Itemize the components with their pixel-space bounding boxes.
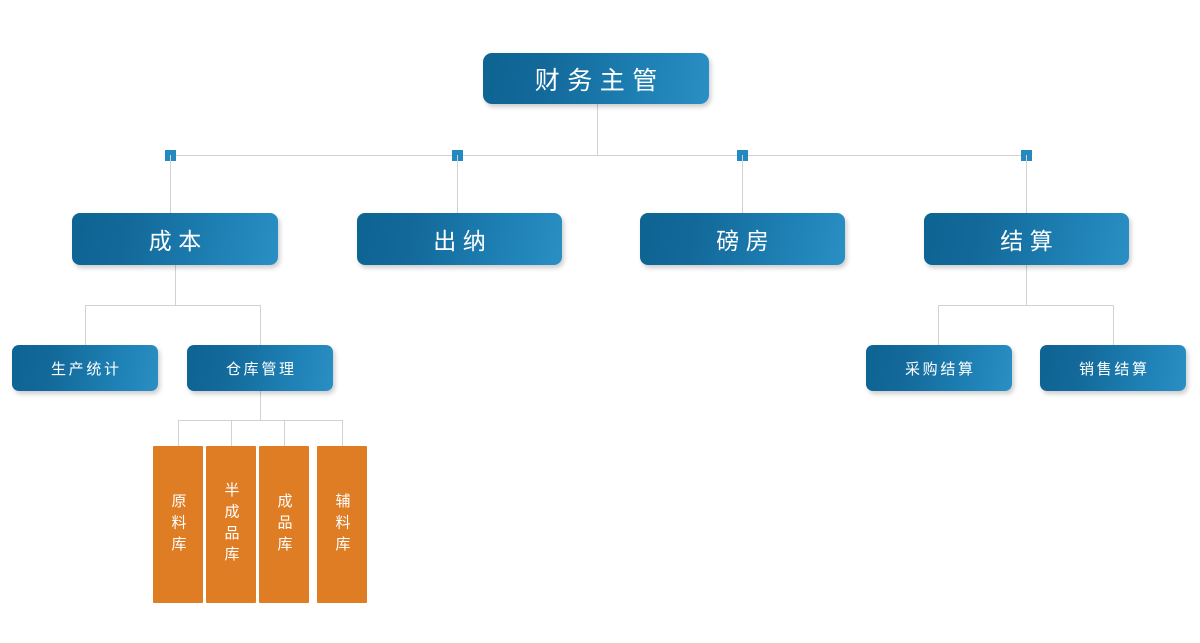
- connector-bus-to-settlement: [1026, 155, 1027, 213]
- connector-cost-stem: [175, 265, 176, 305]
- connector-warehouse-to-aux: [342, 420, 343, 446]
- node-finished-goods-warehouse[interactable]: 成品库: [259, 446, 309, 603]
- connector-settlement-stem: [1026, 265, 1027, 305]
- connector-main-bus: [170, 155, 1027, 156]
- connector-warehouse-to-raw: [178, 420, 179, 446]
- node-auxiliary-material-warehouse[interactable]: 辅料库: [317, 446, 367, 603]
- connector-warehouse-to-semi: [231, 420, 232, 446]
- connector-bus-to-weighroom: [742, 155, 743, 213]
- connector-root-stem: [597, 103, 598, 155]
- connector-warehouse-bus: [178, 420, 342, 421]
- node-weighbridge-room[interactable]: 磅房: [640, 213, 845, 265]
- node-finished-goods-warehouse-label: 成品库: [275, 492, 293, 557]
- node-semi-finished-warehouse-label: 半成品库: [222, 481, 240, 568]
- node-cashier[interactable]: 出纳: [357, 213, 562, 265]
- connector-settlement-to-sales: [1113, 305, 1114, 345]
- connector-cost-to-production: [85, 305, 86, 345]
- connector-warehouse-to-finished: [284, 420, 285, 446]
- node-auxiliary-material-warehouse-label: 辅料库: [333, 492, 351, 557]
- connector-bus-to-cashier: [457, 155, 458, 213]
- connector-cost-to-warehouse: [260, 305, 261, 345]
- node-warehouse-management[interactable]: 仓库管理: [187, 345, 333, 391]
- node-raw-material-warehouse-label: 原料库: [169, 492, 187, 557]
- connector-bus-to-cost: [170, 155, 171, 213]
- node-semi-finished-warehouse[interactable]: 半成品库: [206, 446, 256, 603]
- node-settlement[interactable]: 结算: [924, 213, 1129, 265]
- connector-cost-bus: [85, 305, 260, 306]
- node-sales-settlement[interactable]: 销售结算: [1040, 345, 1186, 391]
- node-raw-material-warehouse[interactable]: 原料库: [153, 446, 203, 603]
- node-finance-supervisor[interactable]: 财务主管: [483, 53, 709, 104]
- connector-settlement-bus: [938, 305, 1113, 306]
- connector-warehouse-stem: [260, 391, 261, 420]
- node-cost[interactable]: 成本: [72, 213, 278, 265]
- node-purchase-settlement[interactable]: 采购结算: [866, 345, 1012, 391]
- connector-settlement-to-purchase: [938, 305, 939, 345]
- node-production-statistics[interactable]: 生产统计: [12, 345, 158, 391]
